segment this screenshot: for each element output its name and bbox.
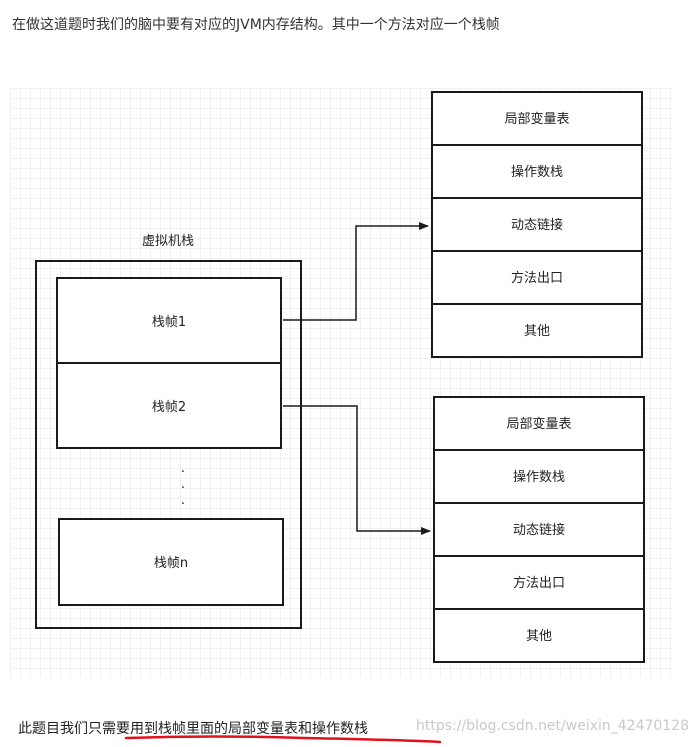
frame-detail-top: 局部变量表 操作数栈 动态链接 方法出口 其他 [431,91,643,358]
frame-1-to-detail-arrow [283,222,429,321]
frame-n-label: 栈帧n [154,556,188,571]
ellipsis-dot-3: · [181,497,185,512]
ellipsis-dot-2: · [181,481,185,496]
top-operand-stack-label: 操作数栈 [511,164,563,180]
bottom-dynamic-link-label: 动态链接 [513,522,565,538]
top-other-label: 其他 [524,324,550,339]
ellipsis-dot-1: · [181,465,185,480]
bottom-local-vars-label: 局部变量表 [506,416,571,432]
bottom-other-box [433,608,645,663]
frame-1-label: 栈帧1 [152,315,186,330]
footer-text: 此题目我们只需要用到栈帧里面的局部变量表和操作数栈 [18,721,368,737]
frame-n-box [58,518,284,606]
top-method-exit-box [431,250,643,305]
vm-stack-label: 虚拟机栈 [142,234,194,249]
red-underline [124,735,442,744]
top-local-vars-label: 局部变量表 [504,111,569,127]
frame-detail-bottom: 局部变量表 操作数栈 动态链接 方法出口 其他 [433,396,645,663]
intro-text: 在做这道题时我们的脑中要有对应的JVM内存结构。其中一个方法对应一个栈帧 [12,17,500,33]
bottom-dynamic-link-box [433,502,645,557]
vm-stack-box [35,260,302,629]
top-method-exit-label: 方法出口 [511,270,563,286]
bottom-other-label: 其他 [526,629,552,644]
bottom-local-vars-box [433,396,645,451]
frame-2-to-detail-arrow [283,405,431,535]
top-dynamic-link-label: 动态链接 [511,217,563,233]
bottom-method-exit-box [433,555,645,610]
bottom-method-exit-label: 方法出口 [513,575,565,591]
frame-2-label: 栈帧2 [152,400,186,415]
frame-2-box [56,362,282,449]
bottom-operand-stack-label: 操作数栈 [513,469,565,485]
watermark-url: https://blog.csdn.net/weixin_42470128 [416,718,689,734]
top-other-box [431,303,643,358]
frame-1-box [56,277,282,364]
